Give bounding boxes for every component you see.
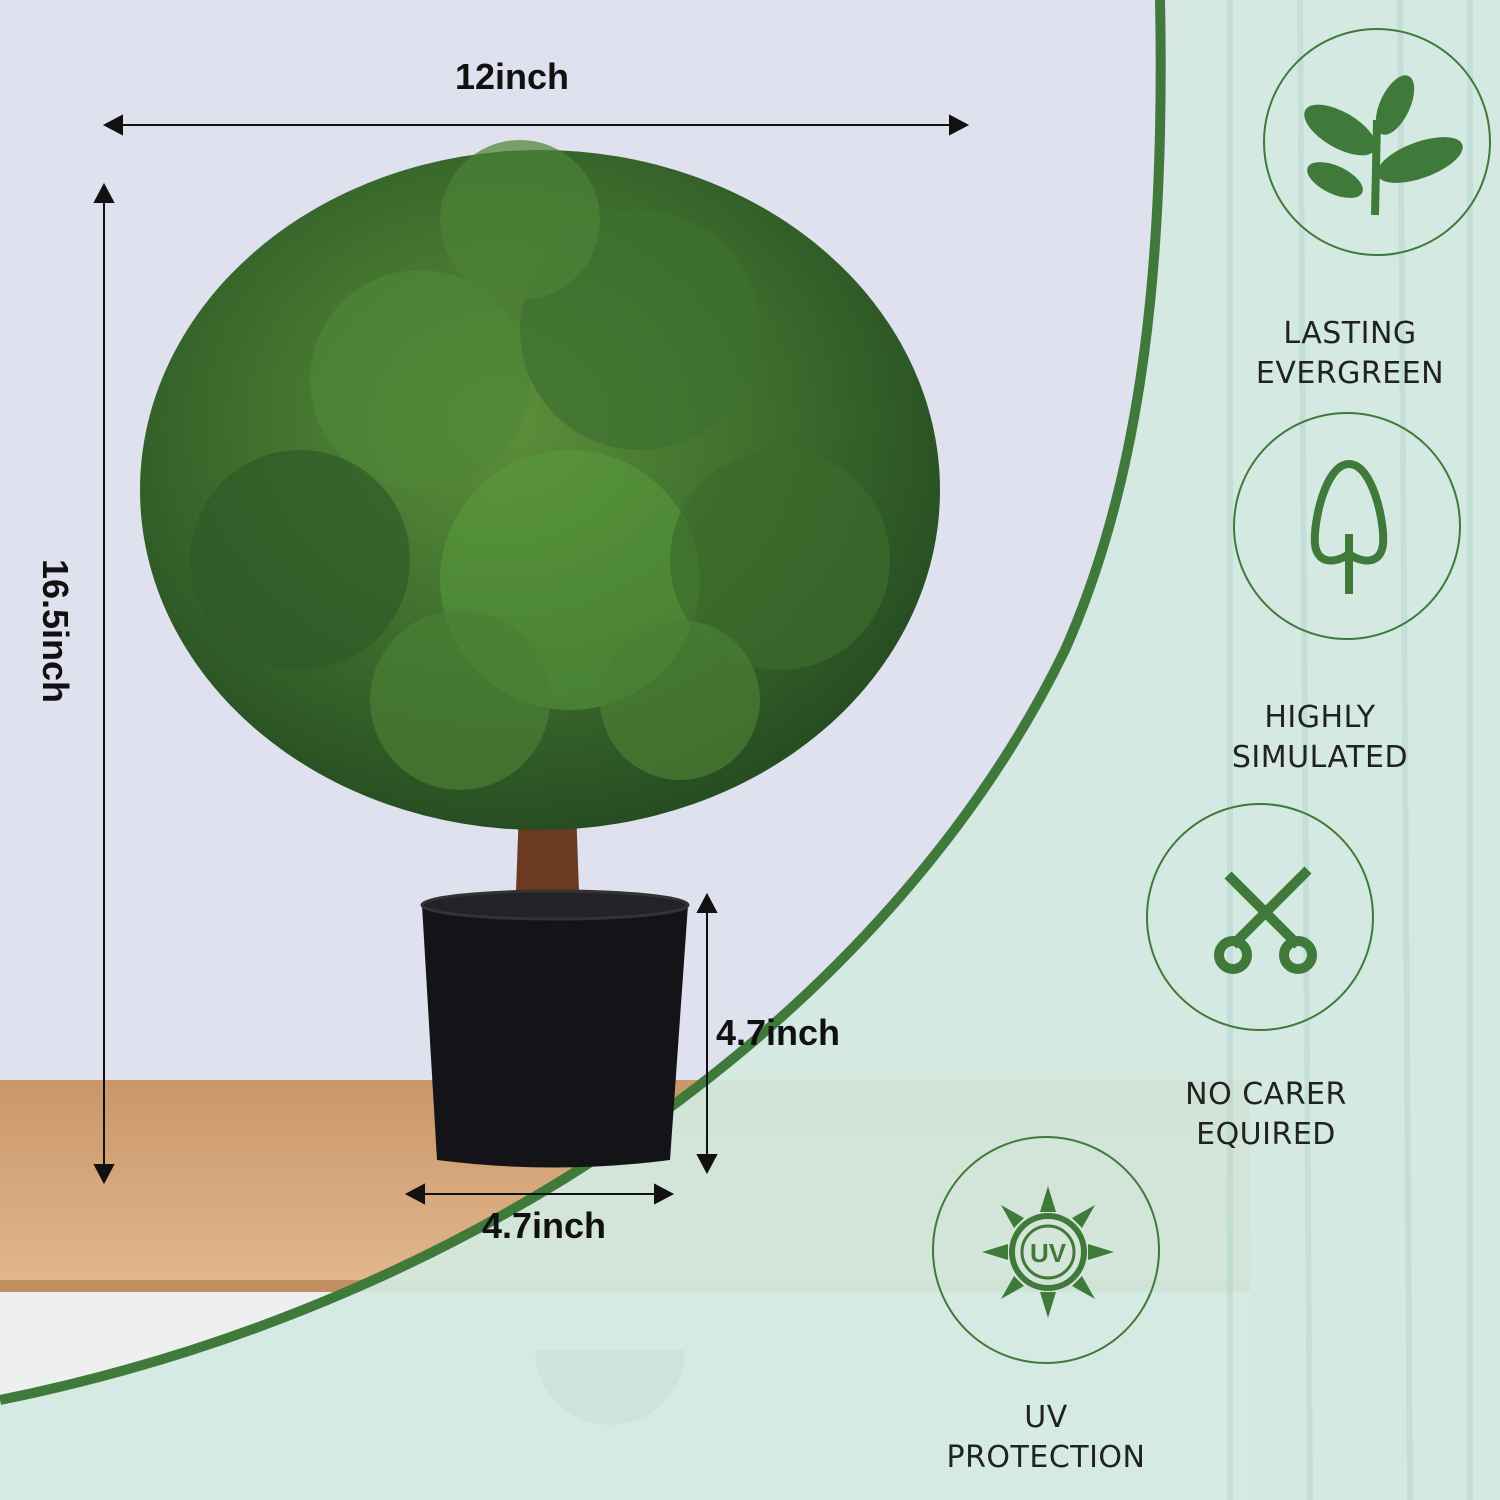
feature-line: UV	[1024, 1400, 1068, 1435]
height-dimension-label: 16.5inch	[35, 558, 76, 704]
feature-line: LASTING	[1283, 316, 1417, 351]
feature-line: HIGHLY	[1264, 700, 1376, 735]
pot-height-label: 4.7inch	[716, 1012, 841, 1053]
pot-width-label: 4.7inch	[482, 1205, 607, 1246]
uv-badge-text: UV	[1030, 1238, 1067, 1268]
feature-label-uv-protection: UV PROTECTION	[926, 1398, 1166, 1478]
width-dimension-label: 12inch	[455, 56, 570, 97]
scissors-icon	[1214, 866, 1317, 974]
feature-highly-simulated	[1233, 412, 1461, 640]
feature-label-lasting-evergreen: LASTING EVERGREEN	[1230, 314, 1470, 394]
feature-label-no-care-required: NO CARER EQUIRED	[1146, 1075, 1386, 1155]
uv-sun-icon: UV	[982, 1186, 1114, 1318]
green-divider-curve	[0, 0, 1166, 1405]
feature-line: EVERGREEN	[1255, 356, 1445, 391]
plant-foliage	[140, 140, 940, 830]
leaf-sprig-icon	[1304, 75, 1463, 216]
feature-uv-protection: UV	[932, 1136, 1160, 1364]
tree-outline-icon	[1310, 459, 1388, 594]
feature-line: NO CARER	[1185, 1077, 1347, 1112]
feature-label-highly-simulated: HIGHLY SIMULATED	[1200, 698, 1440, 778]
feature-lasting-evergreen	[1263, 28, 1491, 256]
feature-line: SIMULATED	[1231, 740, 1409, 775]
feature-no-care-required	[1146, 803, 1374, 1031]
feature-line: PROTECTION	[946, 1440, 1146, 1475]
dimension-arrows	[93, 114, 970, 1205]
plant-pot	[422, 895, 688, 1168]
feature-line: EQUIRED	[1196, 1117, 1336, 1152]
